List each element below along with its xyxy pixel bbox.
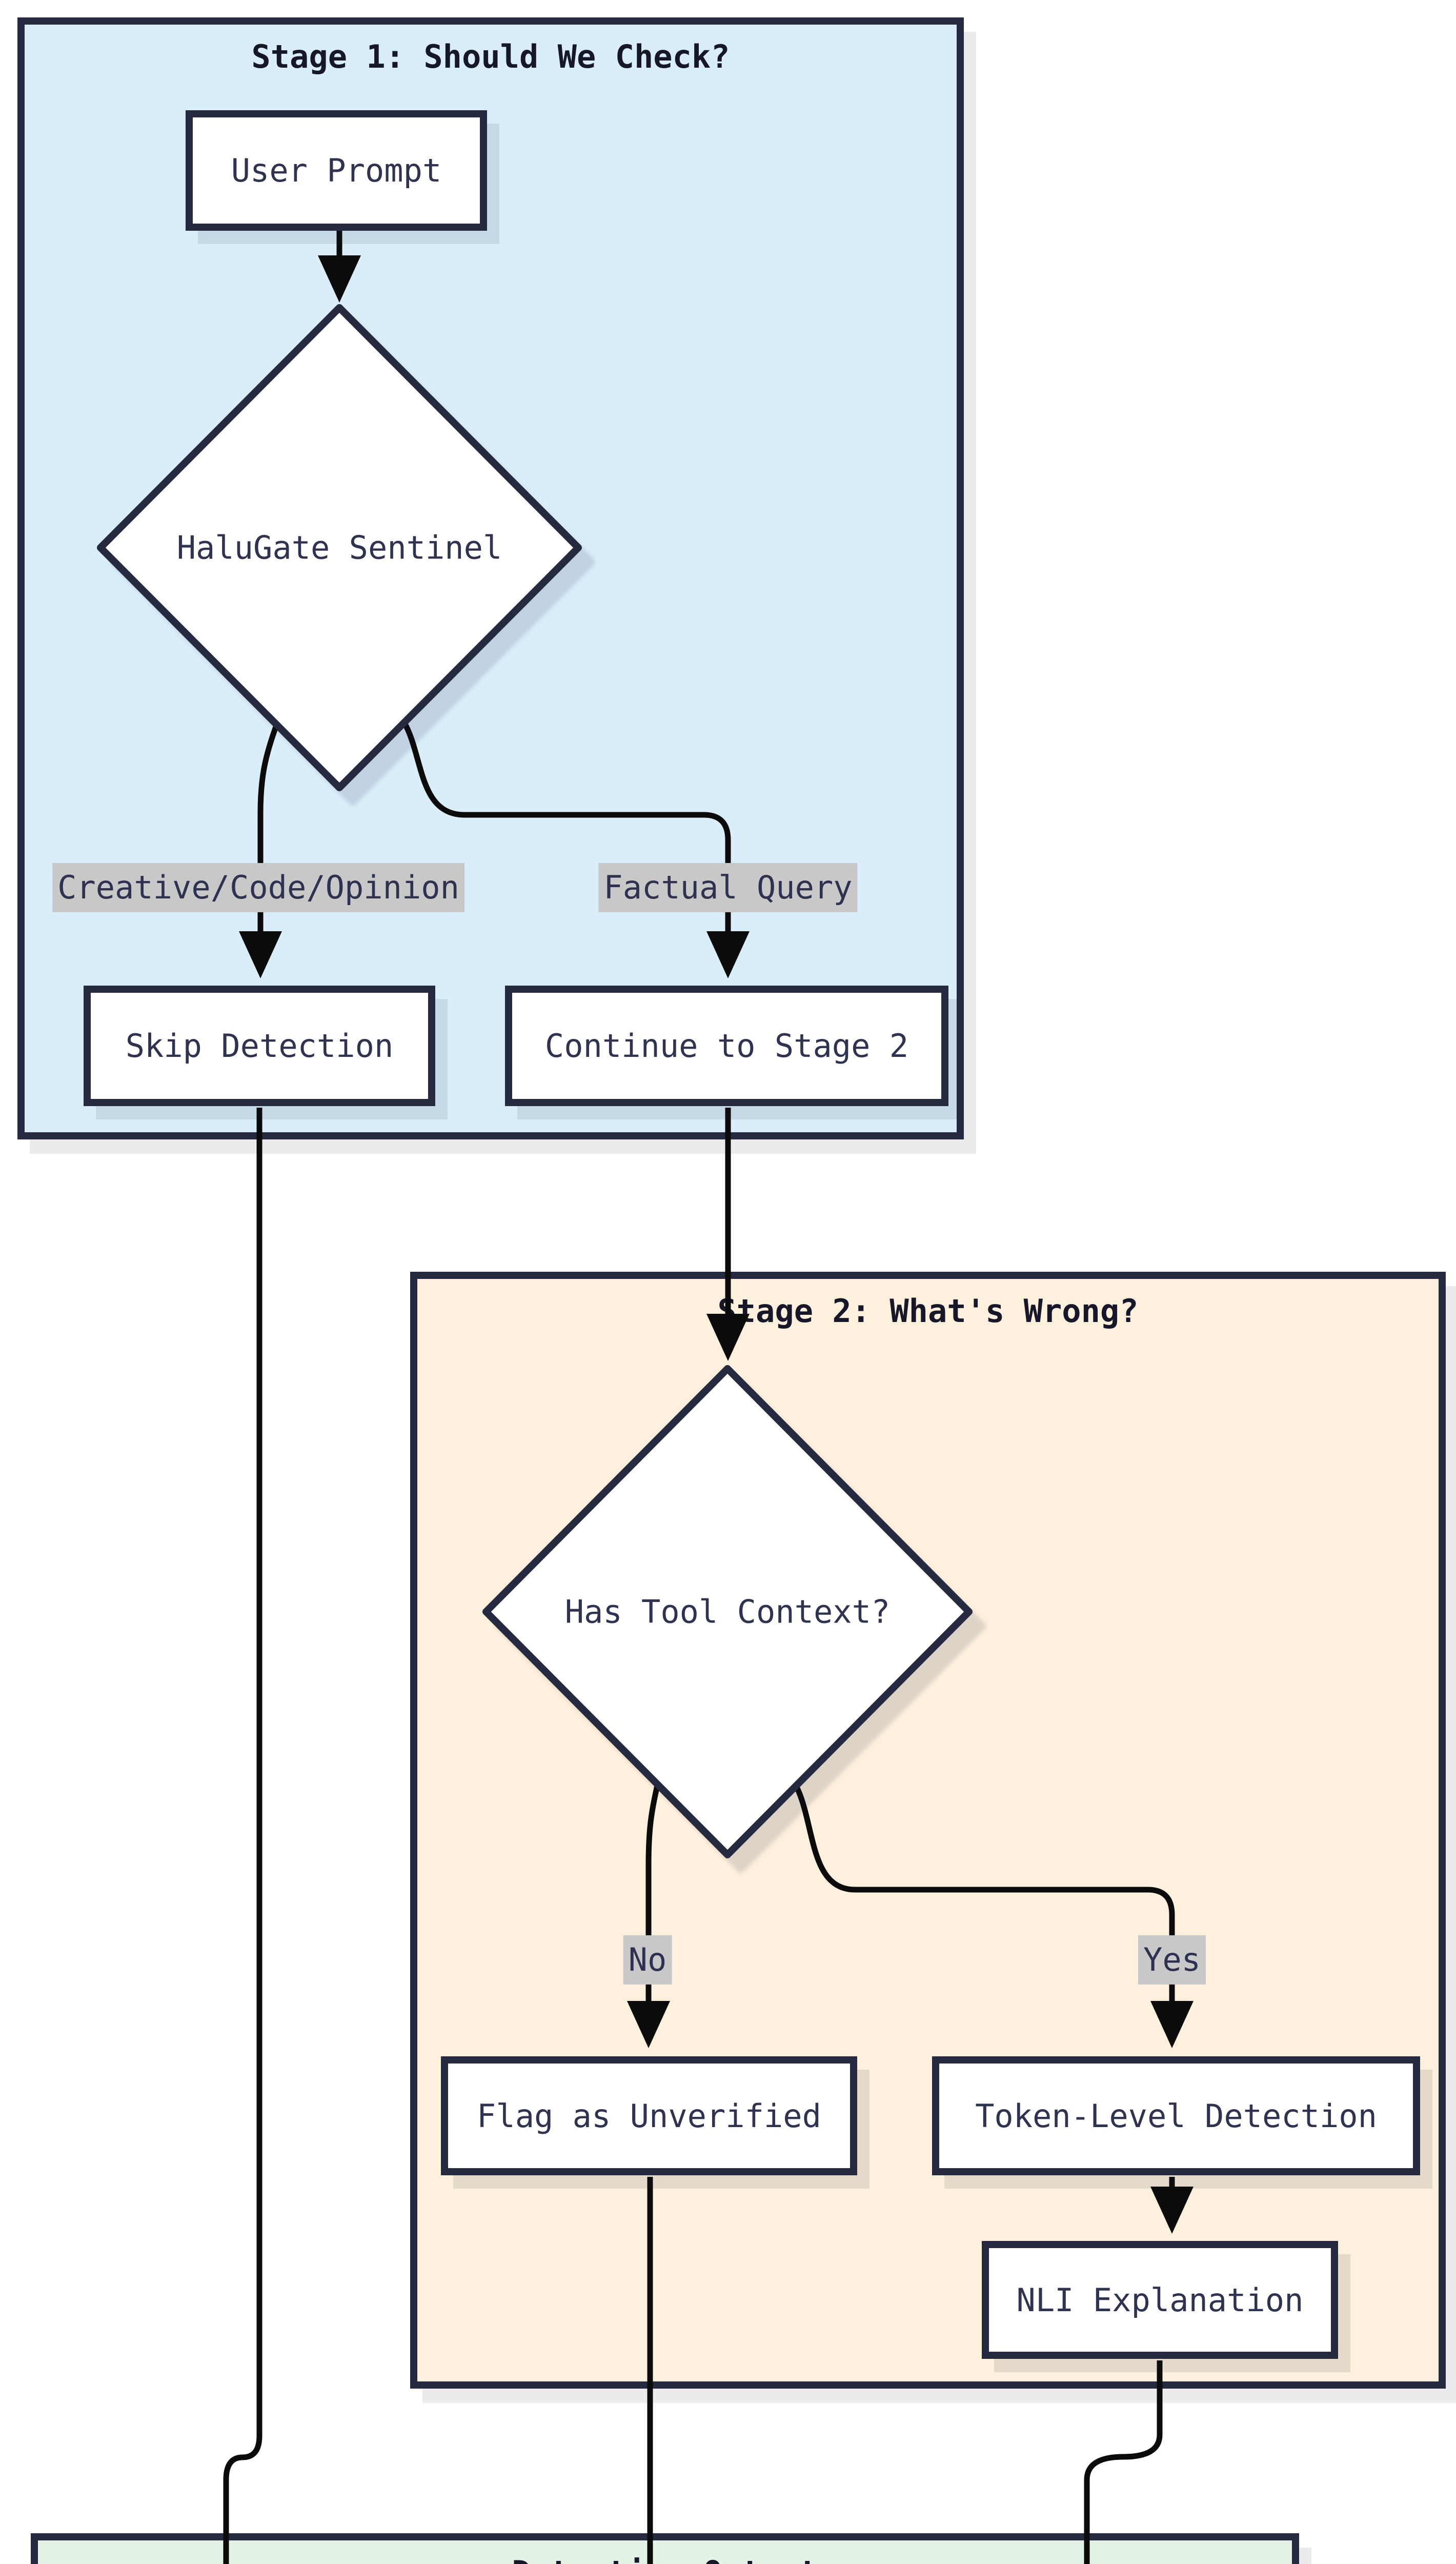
node-nli-explanation-label: NLI Explanation: [1016, 2281, 1304, 2319]
edge-label-yes: Yes: [1138, 1935, 1206, 1985]
edge-label-no: No: [623, 1935, 672, 1985]
node-nli-explanation: NLI Explanation: [982, 2241, 1338, 2359]
node-skip-detection: Skip Detection: [84, 986, 435, 1106]
cluster-detection-output: Detection Output: [31, 2533, 1299, 2564]
edge-label-creative-code-opinion: Creative/Code/Opinion: [52, 863, 464, 913]
cluster-stage1-title: Stage 1: Should We Check?: [251, 38, 730, 75]
node-user-prompt-label: User Prompt: [231, 152, 442, 189]
node-token-level-detection: Token-Level Detection: [932, 2056, 1420, 2175]
edge-skip-to-pass: [223, 1108, 262, 2564]
cluster-stage2: Stage 2: What's Wrong?: [410, 1272, 1446, 2389]
node-skip-detection-label: Skip Detection: [125, 1027, 394, 1065]
node-user-prompt: User Prompt: [186, 110, 487, 231]
edge-label-factual-query: Factual Query: [598, 863, 858, 913]
node-flag-as-unverified-label: Flag as Unverified: [477, 2097, 821, 2135]
cluster-detection-output-title: Detection Output: [38, 2554, 1292, 2564]
node-flag-as-unverified: Flag as Unverified: [441, 2056, 857, 2175]
node-continue-to-stage-2: Continue to Stage 2: [505, 986, 948, 1106]
node-continue-to-stage-2-label: Continue to Stage 2: [544, 1027, 909, 1065]
cluster-stage2-title: Stage 2: What's Wrong?: [717, 1292, 1139, 1330]
node-token-level-detection-label: Token-Level Detection: [975, 2097, 1377, 2135]
cluster-stage1: Stage 1: Should We Check?: [17, 17, 964, 1139]
